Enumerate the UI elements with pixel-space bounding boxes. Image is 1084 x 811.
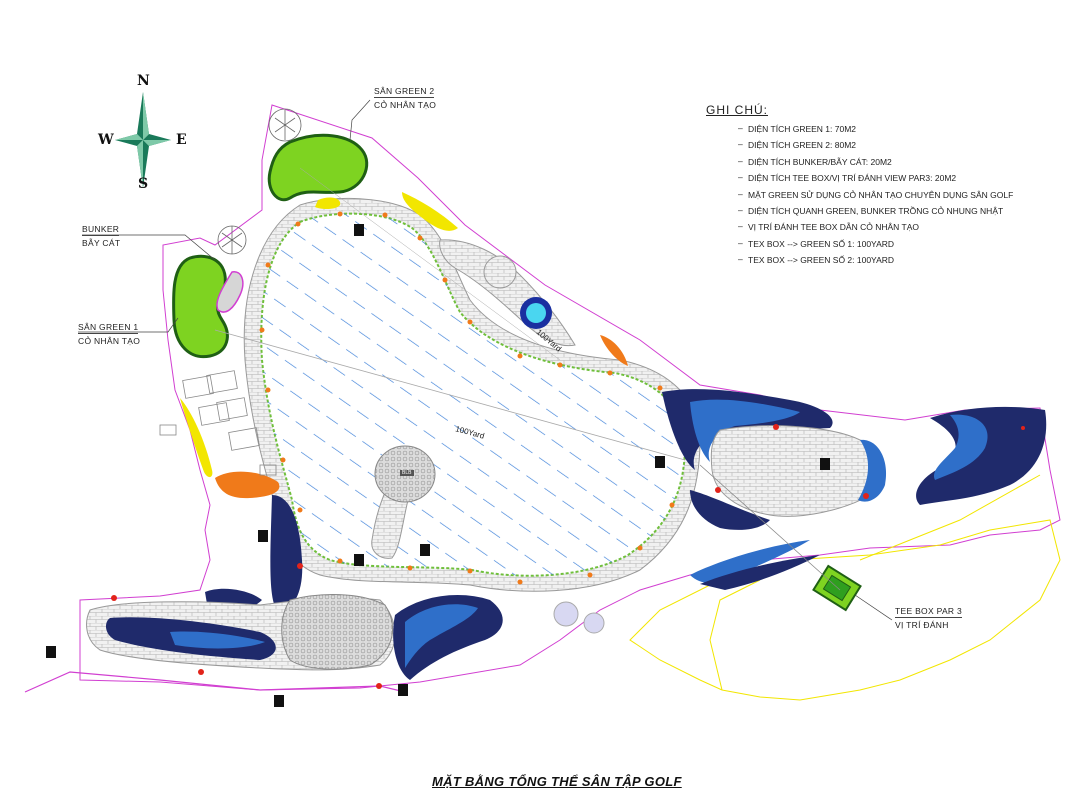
note-item: VỊ TRÍ ĐÁNH TEE BOX DẪN CỎ NHÂN TẠO (706, 221, 1013, 238)
position-marker (46, 646, 56, 658)
label-green-2-line2: CỎ NHÂN TẠO (374, 100, 437, 110)
label-green-1-line2: CỎ NHÂN TẠO (78, 336, 141, 346)
compass-n: N (137, 73, 150, 89)
parcel-outline (859, 474, 1041, 561)
water-feature (916, 406, 1047, 505)
label-green-2-line1: SÂN GREEN 2 (374, 86, 435, 98)
distance-line (214, 329, 686, 461)
position-marker (420, 544, 430, 556)
water-feature (270, 495, 303, 612)
distance-line (699, 464, 841, 591)
position-marker (398, 684, 408, 696)
note-item: DIỆN TÍCH TEE BOX/VỊ TRÍ ĐÁNH VIEW PAR3:… (706, 172, 1013, 189)
red-markers (111, 424, 1025, 689)
green-2 (267, 133, 369, 202)
north-arrow-icon (115, 92, 171, 188)
pond-label: BLB (402, 470, 412, 476)
position-marker (354, 554, 364, 566)
water-feature (690, 399, 800, 462)
water-feature (690, 540, 810, 583)
bunker-2 (315, 197, 341, 210)
cabin-icons (159, 370, 277, 476)
note-item: MẶT GREEN SỬ DỤNG CỎ NHÂN TẠO CHUYÊN DỤN… (706, 189, 1013, 206)
label-green-1: SÂN GREEN 1 CỎ NHÂN TẠO (78, 322, 140, 346)
position-marker (820, 458, 830, 470)
pond-ring (483, 255, 517, 289)
note-item: DIỆN TÍCH GREEN 2: 80M2 (706, 139, 1013, 156)
water-feature (405, 604, 478, 668)
label-green-2: SÂN GREEN 2 CỎ NHÂN TẠO (374, 86, 436, 110)
sand-strip (180, 398, 213, 478)
practice-fairway-hatch (261, 213, 685, 576)
tree-icon (217, 108, 302, 255)
position-marker (258, 530, 268, 542)
label-bunker-line2: BẪY CÁT (82, 238, 121, 248)
green-1 (172, 254, 229, 359)
island-sign (400, 470, 414, 476)
parcel-outline (709, 579, 761, 691)
compass-e: E (176, 132, 187, 148)
water-feature (934, 414, 988, 480)
position-marker (354, 224, 364, 236)
notes-panel: GHI CHÚ: DIỆN TÍCH GREEN 1: 70M2 DIỆN TÍ… (706, 103, 1013, 272)
fountain-water (526, 303, 546, 323)
tee-platform (710, 425, 885, 517)
sand-strip (402, 192, 458, 231)
page-title: MẶT BẰNG TỔNG THỂ SÂN TẬP GOLF (432, 774, 682, 789)
water-feature (858, 439, 887, 502)
edge-markers (259, 211, 685, 585)
position-marker (274, 695, 284, 707)
orange-mound (600, 335, 628, 366)
note-item: TEX BOX --> GREEN SỐ 2: 100YARD (706, 254, 1013, 271)
notes-title: GHI CHÚ: (706, 103, 768, 117)
label-green-1-line1: SÂN GREEN 1 (78, 322, 139, 334)
label-tee-box: TEE BOX PAR 3 VỊ TRÍ ĐÁNH (895, 606, 963, 630)
shrub (553, 601, 579, 627)
label-bunker: BUNKER BẪY CÁT (82, 224, 120, 248)
orange-mound (215, 471, 280, 499)
water-feature (170, 631, 265, 649)
distance-line (299, 167, 561, 361)
note-item: DIỆN TÍCH QUANH GREEN, BUNKER TRỒNG CỎ N… (706, 205, 1013, 222)
cobble-mound (281, 594, 393, 670)
water-feature (700, 555, 820, 590)
note-item: DIỆN TÍCH GREEN 1: 70M2 (706, 123, 1013, 140)
note-item: DIỆN TÍCH BUNKER/BẪY CÁT: 20M2 (706, 156, 1013, 173)
label-tee-box-line2: VỊ TRÍ ĐÁNH (895, 620, 949, 630)
compass-s: S (138, 176, 149, 192)
shrub (583, 612, 605, 634)
compass-w: W (98, 132, 114, 148)
note-item: TEX BOX --> GREEN SỐ 1: 100YARD (706, 238, 1013, 255)
position-marker (655, 456, 665, 468)
bunker-1 (216, 271, 244, 313)
road-line (24, 671, 406, 693)
label-bunker-line1: BUNKER (82, 224, 120, 236)
label-tee-box-line1: TEE BOX PAR 3 (895, 606, 963, 618)
water-feature (690, 490, 770, 530)
